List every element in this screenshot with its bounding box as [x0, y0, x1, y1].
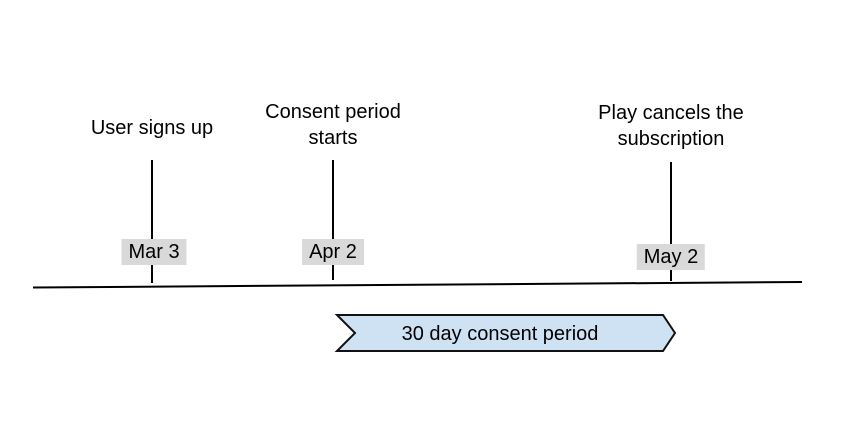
timeline-axis: [32, 281, 803, 289]
consent-period-ribbon: [334, 314, 677, 352]
event-title-user-signs-up: User signs up: [90, 117, 214, 139]
date-label-may-2: May 2: [636, 244, 706, 270]
event-title-consent-period-starts: Consent period starts: [265, 101, 401, 149]
date-label-apr-2: Apr 2: [302, 239, 364, 265]
ribbon-label: 30 day consent period: [401, 323, 599, 345]
date-label-mar-3: Mar 3: [121, 239, 187, 265]
event-title-play-cancels-subscription: Play cancels the subscription: [598, 102, 744, 150]
